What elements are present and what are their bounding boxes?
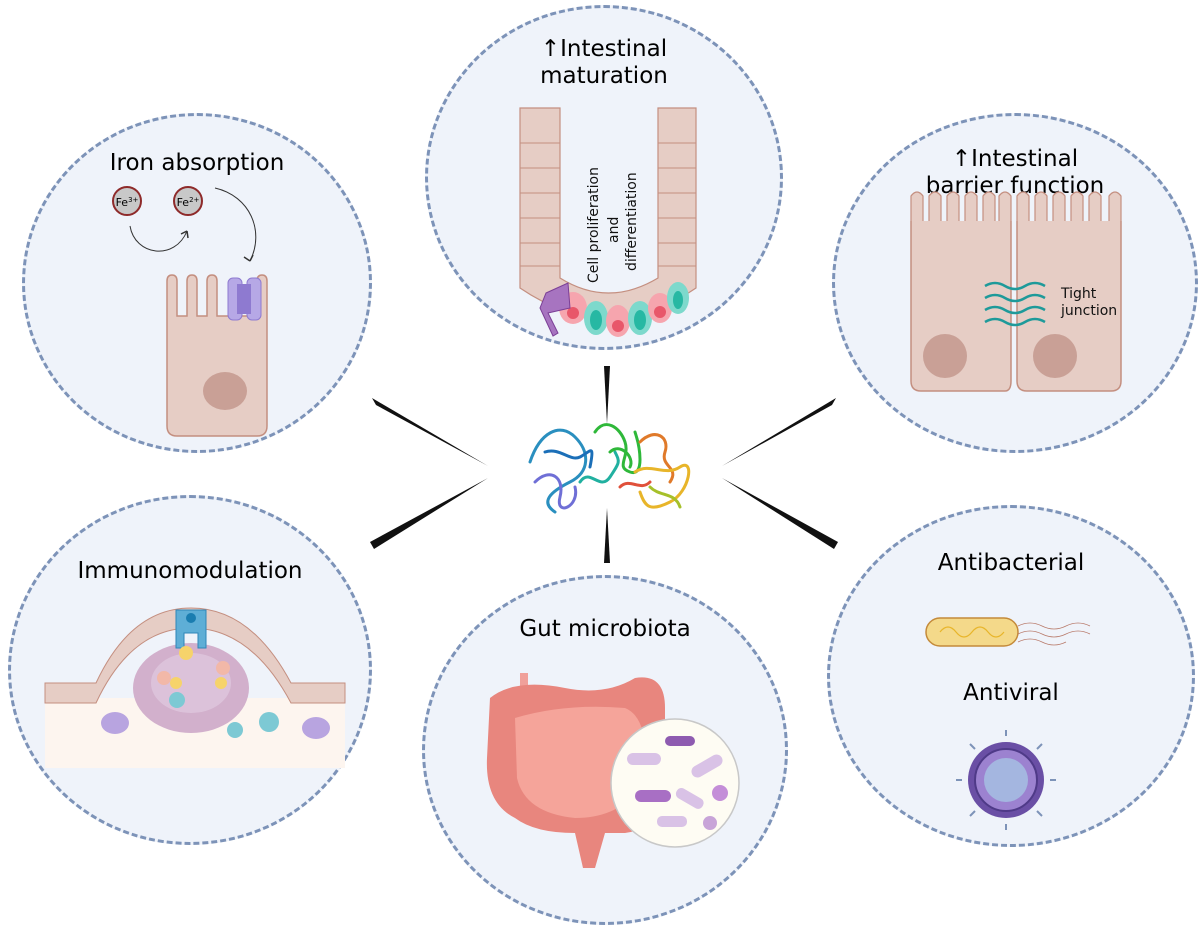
panel-antibacterial-antiviral: Antibacterial Antiviral: [827, 505, 1195, 847]
bacteria-magnified-icon: [610, 718, 740, 848]
increase-arrow-icon: ↑: [951, 146, 972, 172]
immune-cell-icon: [170, 677, 182, 689]
immune-cell-icon: [215, 677, 227, 689]
crypt-epithelium-icon: [519, 107, 697, 319]
epithelial-cell-icon: [1016, 221, 1122, 392]
panel-immunomodulation: Immunomodulation: [8, 495, 372, 845]
panel-title: ↑Intestinal maturation: [540, 36, 668, 89]
connector-iron: [372, 398, 488, 466]
peyers-patch-illustration: [44, 607, 346, 768]
b-cell-icon: [259, 712, 279, 732]
panel-title: Immunomodulation: [77, 558, 303, 584]
panel-intestinal-barrier: ↑Intestinal barrier function Tight junct…: [832, 113, 1198, 453]
panel-intestinal-maturation: ↑Intestinal maturation Cell proliferatio…: [425, 5, 783, 350]
antibacterial-title: Antibacterial: [937, 550, 1085, 576]
epithelial-cell-icon: [910, 221, 1012, 392]
microvilli-icon: [910, 191, 1122, 221]
connector-maturation: [604, 366, 610, 424]
connector-barrier: [722, 398, 836, 466]
paneth-cell-icon: [606, 305, 630, 337]
stem-cell-icon: [667, 282, 689, 314]
immune-cell-icon: [157, 671, 171, 685]
fe3-ion-icon: Fe3+: [112, 186, 142, 216]
iron-illustration: Fe3+ Fe2+: [112, 186, 268, 437]
lymphocyte-icon: [227, 722, 243, 738]
increase-arrow-icon: ↑: [540, 36, 561, 62]
anti-illustration: [925, 617, 1091, 830]
stem-cell-icon: [584, 301, 608, 335]
svg-text:and: and: [606, 217, 622, 243]
plasma-cell-icon: [101, 712, 129, 734]
panel-title: Iron absorption: [109, 150, 285, 176]
antiviral-title: Antiviral: [963, 680, 1059, 706]
immune-cell-icon: [169, 692, 185, 708]
protein-structure-icon: [528, 423, 691, 514]
barrier-illustration: [910, 191, 1122, 392]
crypt-illustration: Cell proliferation and differentiation: [519, 107, 697, 337]
m-cell-icon: [175, 609, 207, 649]
iron-transporter-icon: [227, 277, 262, 321]
tight-junction-label: Tight junction: [1061, 286, 1118, 319]
connector-microbiota: [604, 508, 610, 563]
connector-immuno: [370, 478, 488, 549]
bacterium-icon: [925, 617, 1091, 647]
panel-iron-absorption: Iron absorption Fe3+ Fe2+: [22, 113, 372, 453]
plasma-cell-icon: [302, 717, 330, 739]
fe2-ion-icon: Fe2+: [173, 186, 203, 216]
reduction-arrow-icon: [129, 225, 188, 252]
enterocyte-cell-icon: [166, 274, 268, 437]
immune-cell-icon: [216, 661, 230, 675]
uptake-arrow-icon: [214, 187, 257, 262]
panel-gut-microbiota: Gut microbiota: [422, 575, 788, 925]
virus-icon: [956, 730, 1056, 830]
goblet-cell-icon: [539, 282, 571, 337]
microbiota-illustration: [486, 673, 740, 868]
connector-anti: [722, 478, 838, 549]
stem-cell-icon: [628, 301, 652, 335]
paneth-cell-icon: [648, 293, 672, 323]
panel-title: Gut microbiota: [519, 616, 691, 642]
svg-text:differentiation: differentiation: [624, 172, 640, 271]
proliferation-label: Cell proliferation: [586, 167, 602, 283]
antigen-icon: [179, 646, 193, 660]
tight-junction-icon: [984, 281, 1046, 327]
